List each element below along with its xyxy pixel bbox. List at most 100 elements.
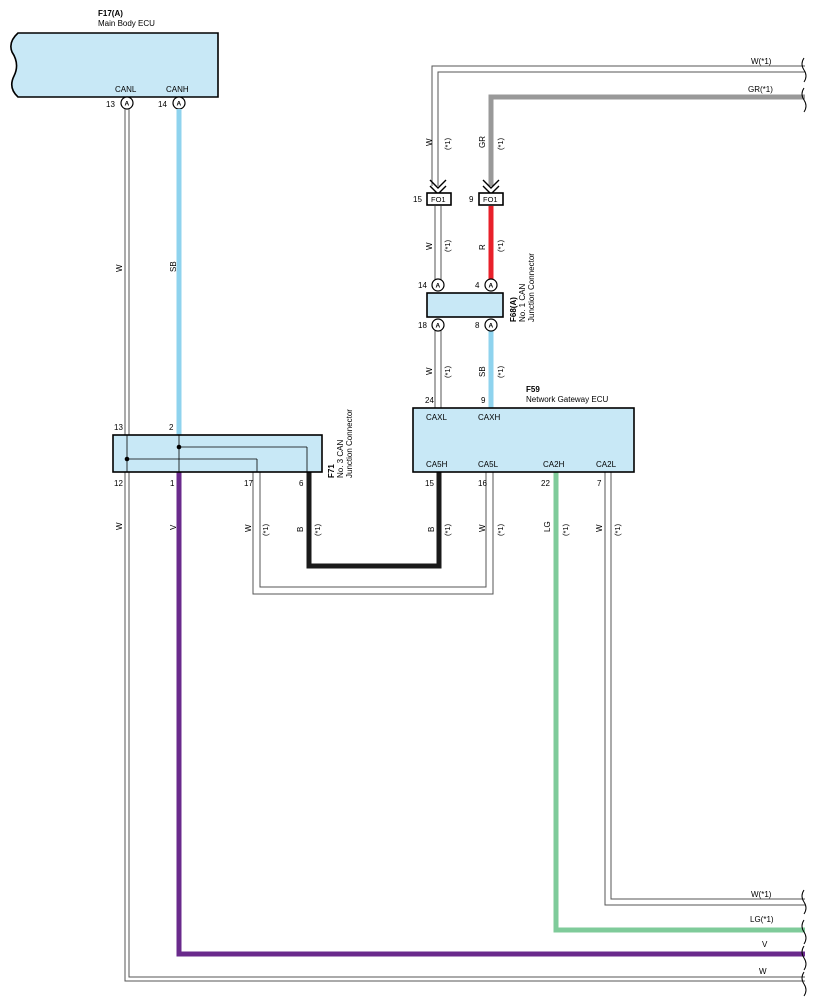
wire-w-f68-f59 [434,330,442,408]
wire-b [306,472,442,569]
f59-pin-ca5h: CA5H [426,460,448,469]
f68-pin-4: 4 [475,281,480,290]
label-note-f71-6: (*1) [313,523,322,536]
label-w-left-upper: W [115,264,124,272]
f71-pin-6: 6 [299,479,304,488]
f59-pin-24: 24 [425,396,434,405]
f17-main-body-ecu: F17(A) Main Body ECU CANL CANH 13 14 A A [10,9,219,110]
f17-pin-a-right: A [177,101,182,108]
edge-label-top-gr: GR(*1) [748,85,773,94]
f71-line1: No. 3 CAN [336,440,345,478]
label-w-f71-17: W [244,524,253,532]
f59-pin-ca2l: CA2L [596,460,617,469]
f71-internal-bus [126,435,308,472]
f71-pin-12: 12 [114,479,123,488]
f68-pin-14: 14 [418,281,427,290]
f59-pin-15: 15 [425,479,434,488]
f68-pin-a-bl: A [436,323,441,330]
fo1-label-right: FO1 [483,195,498,204]
f17-ecu-box [10,32,219,98]
label-sb-f68: SB [478,366,487,377]
label-w-top: W [425,138,434,146]
f17-pin-canh-label: CANH [166,85,189,94]
f68-line2: Junction Connector [527,253,536,322]
wire-gr-top [488,94,805,186]
f59-pin-7: 7 [597,479,602,488]
label-note-f71-17: (*1) [261,523,270,536]
edge-label-bot-w: W [759,967,767,976]
f68-pin-circle-tr [484,278,498,292]
label-note-lg: (*1) [561,523,570,536]
f71-pin-1: 1 [170,479,175,488]
f59-pin-ca2h: CA2H [543,460,565,469]
label-note-w-top: (*1) [443,137,452,150]
edge-label-bot-w1: W(*1) [751,890,772,899]
fo1-box-right [478,192,504,206]
f68-pin-a-br: A [489,323,494,330]
f68-pin-circle-bl [431,318,445,332]
f59-pin-caxl: CAXL [426,413,447,422]
label-note-w-f68-f59: (*1) [443,365,452,378]
f59-ecu-box [412,407,635,473]
f71-splice-dot-right [176,444,182,450]
f59-pin-ca5l: CA5L [478,460,499,469]
wire-w-top [431,65,805,186]
label-v: V [169,524,178,530]
f59-pin-16: 16 [478,479,487,488]
f17-name: Main Body ECU [98,19,155,28]
edge-label-top-w: W(*1) [751,57,772,66]
edge-break-marks [801,57,807,997]
f71-box [112,434,323,473]
f68-box [426,292,504,318]
fo1-box-left [426,192,452,206]
label-note-w-ca5l: (*1) [496,523,505,536]
wire-w-ca2l [604,472,805,906]
label-note-w-fo1-f68: (*1) [443,239,452,252]
wire-w-loop [252,472,494,595]
f68-pin-circle-tl [431,278,445,292]
wire-w-fo1-f68 [434,206,442,280]
f68-pin-18: 18 [418,321,427,330]
label-note-sb-f68: (*1) [496,365,505,378]
f17-pin-13: 13 [106,100,115,109]
wire-labels: W SB W V W (*1) B (*1) W (*1) GR (*1) W … [115,136,622,536]
edge-label-bot-v: V [762,940,768,949]
fo1-pin-15: 15 [413,195,422,204]
fo1-pin-9: 9 [469,195,474,204]
edge-label-bot-lg: LG(*1) [750,915,774,924]
f59-network-gateway-ecu: F59 Network Gateway ECU CAXL CAXH CA5H C… [412,385,635,488]
f59-pin-22: 22 [541,479,550,488]
fo1-connectors: FO1 FO1 15 9 [413,179,504,206]
f17-pin-canl-label: CANL [115,85,137,94]
f59-name: Network Gateway ECU [526,395,608,404]
f59-pin-caxh: CAXH [478,413,500,422]
label-w-f68-f59: W [425,367,434,375]
f68-pin-a-tr: A [489,283,494,290]
label-b-f71: B [296,527,305,532]
wire-lg [553,472,805,933]
label-w-fo1-f68: W [425,242,434,250]
label-b-f59: B [427,527,436,532]
label-w-ca2l: W [595,524,604,532]
wire-v [176,472,805,957]
f68-junction-connector: A A A A 14 4 18 8 F68(A) No. 1 CAN Junct… [418,253,536,332]
f71-pin-17: 17 [244,479,253,488]
f71-junction-connector: 13 2 12 1 17 6 F71 No. 3 CAN Junction Co… [112,409,354,488]
f17-pin-a-left: A [125,101,130,108]
label-note-r: (*1) [496,239,505,252]
label-lg: LG [543,521,552,532]
f71-splice-dot-left [124,456,130,462]
label-gr-top: GR [478,136,487,148]
edge-labels: W(*1) GR(*1) W(*1) LG(*1) V W [748,57,774,976]
fo1-label-left: FO1 [431,195,446,204]
label-note-gr-top: (*1) [496,137,505,150]
f71-line2: Junction Connector [345,409,354,478]
label-sb-left: SB [169,261,178,272]
f71-pin-13: 13 [114,423,123,432]
f59-pin-9: 9 [481,396,486,405]
f68-line1: No. 1 CAN [518,284,527,322]
f68-pin-a-tl: A [436,283,441,290]
label-w-ca5l: W [478,524,487,532]
f71-code: F71 [327,464,336,478]
